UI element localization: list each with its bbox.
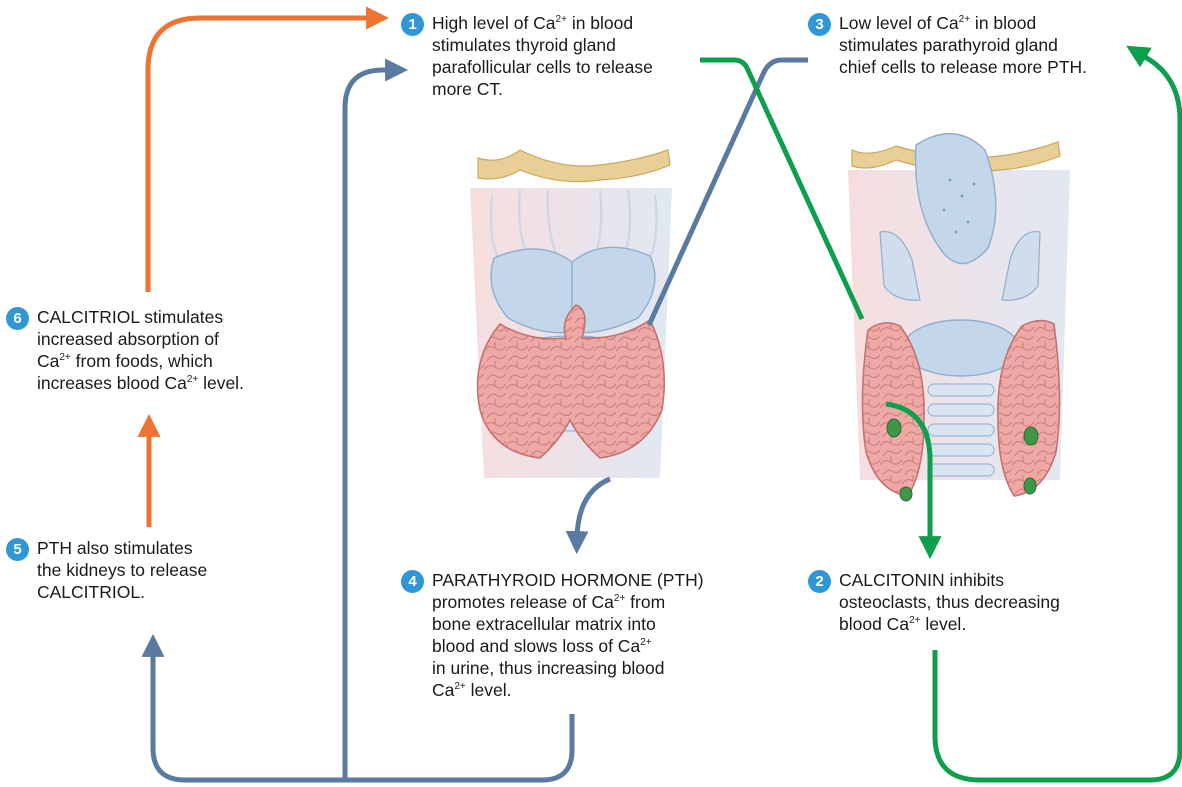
superscript: 2+: [556, 14, 567, 25]
text-run: the kidneys to release: [37, 560, 207, 580]
step-number-badge: 5: [6, 538, 29, 561]
step-text-line: promotes release of Ca2+ from: [432, 591, 704, 613]
step-number-badge: 4: [401, 570, 424, 593]
text-run: from: [625, 592, 665, 612]
text-run: blood Ca: [839, 614, 909, 634]
arrow-absorption-to-high-calcium: [148, 18, 373, 292]
step-text-line: Ca2+ level.: [432, 679, 704, 701]
text-run: PTH also stimulates: [37, 538, 193, 558]
step-text-line: blood Ca2+ level.: [839, 613, 1060, 635]
text-run: CALCITRIOL.: [37, 582, 145, 602]
text-run: CALCITONIN inhibits: [839, 570, 1004, 590]
step-text-line: increases blood Ca2+ level.: [37, 372, 244, 394]
arrow-parathyroid-to-pth: [577, 479, 610, 538]
superscript: 2+: [59, 352, 70, 363]
step-text-line: High level of Ca2+ in blood: [432, 12, 653, 34]
text-run: bone extracellular matrix into: [432, 614, 656, 634]
text-run: CALCITRIOL stimulates: [37, 307, 223, 327]
text-run: more CT.: [432, 79, 503, 99]
text-run: PARATHYROID HORMONE (PTH): [432, 570, 704, 590]
text-run: in blood: [970, 13, 1036, 33]
text-run: in blood: [567, 13, 633, 33]
hyoid-bone-anterior: [478, 150, 670, 182]
superscript: 2+: [909, 615, 920, 626]
step-text-line: Ca2+ from foods, which: [37, 350, 244, 372]
step-text-line: increased absorption of: [37, 328, 244, 350]
cricoid-cartilage: [903, 320, 1019, 376]
step-text-line: PARATHYROID HORMONE (PTH): [432, 569, 704, 591]
step-text-line: parafollicular cells to release: [432, 56, 653, 78]
step-number-badge: 6: [6, 307, 29, 330]
text-run: promotes release of Ca: [432, 592, 614, 612]
step-text-line: the kidneys to release: [37, 559, 207, 581]
text-run: blood and slows loss of Ca: [432, 636, 640, 656]
step-number-badge: 2: [808, 570, 831, 593]
arrow-low-calcium-to-parathyroid: [649, 60, 808, 325]
arrow-pth-loop-to-high-calcium: [345, 70, 392, 780]
text-run: in urine, thus increasing blood: [432, 658, 665, 678]
thyroid-posterior-illustration: [848, 134, 1070, 501]
text-run: Low level of Ca: [839, 13, 959, 33]
text-run: stimulates parathyroid gland: [839, 35, 1058, 55]
text-run: parafollicular cells to release: [432, 57, 653, 77]
text-run: Ca: [432, 680, 454, 700]
step-text-line: Low level of Ca2+ in blood: [839, 12, 1087, 34]
step-4-text: PARATHYROID HORMONE (PTH)promotes releas…: [432, 569, 704, 701]
thyroid-anterior-illustration: [470, 150, 672, 478]
step-text-line: chief cells to release more PTH.: [839, 56, 1087, 78]
step-number-badge: 1: [401, 13, 424, 36]
step-text-line: more CT.: [432, 78, 653, 100]
arrow-high-calcium-to-thyroid: [700, 60, 862, 319]
superscript: 2+: [187, 374, 198, 385]
step-text-line: PTH also stimulates: [37, 537, 207, 559]
text-run: from foods, which: [71, 351, 213, 371]
text-run: level.: [198, 373, 244, 393]
superscript: 2+: [959, 14, 970, 25]
text-run: Ca: [37, 351, 59, 371]
step-number-badge: 3: [808, 13, 831, 36]
step-text-line: stimulates parathyroid gland: [839, 34, 1087, 56]
superscript: 2+: [454, 681, 465, 692]
step-text-line: CALCITRIOL stimulates: [37, 306, 244, 328]
superscript: 2+: [640, 637, 651, 648]
step-text-line: CALCITONIN inhibits: [839, 569, 1060, 591]
step-text-line: blood and slows loss of Ca2+: [432, 635, 704, 657]
text-run: level.: [920, 614, 966, 634]
step-text-line: in urine, thus increasing blood: [432, 657, 704, 679]
step-text-line: bone extracellular matrix into: [432, 613, 704, 635]
text-run: chief cells to release more PTH.: [839, 57, 1087, 77]
step-text-line: CALCITRIOL.: [37, 581, 207, 603]
text-run: High level of Ca: [432, 13, 556, 33]
text-run: osteoclasts, thus decreasing: [839, 592, 1060, 612]
superscript: 2+: [614, 593, 625, 604]
step-text-line: osteoclasts, thus decreasing: [839, 591, 1060, 613]
text-run: level.: [466, 680, 512, 700]
text-run: increased absorption of: [37, 329, 219, 349]
step-text-line: stimulates thyroid gland: [432, 34, 653, 56]
text-run: increases blood Ca: [37, 373, 187, 393]
text-run: stimulates thyroid gland: [432, 35, 616, 55]
